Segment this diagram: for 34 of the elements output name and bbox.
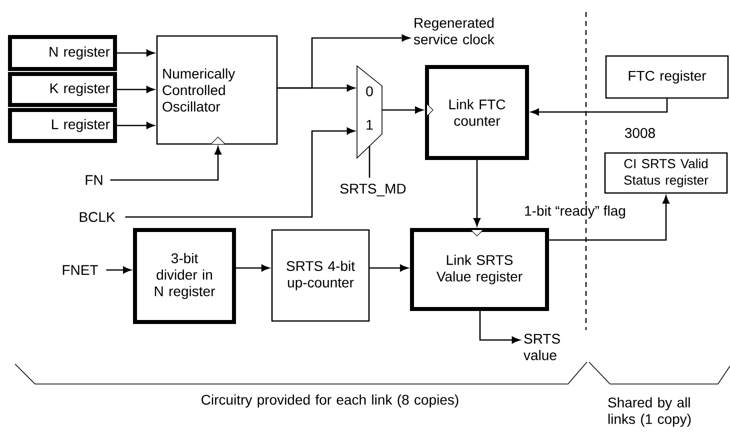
arrow — [479, 311, 520, 344]
signal-label: FNET — [62, 265, 98, 275]
arrow — [125, 128, 355, 218]
register-box: K register — [8, 72, 117, 107]
block-box: Link FTC counter — [425, 65, 529, 160]
signal-label: FN — [86, 175, 102, 185]
arrow — [382, 106, 424, 114]
arrow — [117, 86, 154, 93]
arrow — [117, 122, 154, 129]
arrow — [530, 98, 668, 116]
signal-label: BCLK — [80, 212, 116, 222]
signal-label: SRTS_MD — [340, 184, 406, 196]
bracket-caption: Circuitry provided for each link (8 copies) — [202, 394, 458, 408]
arrow — [278, 34, 410, 89]
arrow — [474, 160, 480, 226]
register-box: N register — [8, 35, 117, 71]
register-box: FTC register — [605, 55, 729, 99]
register-address: 3008 — [624, 128, 655, 138]
register-box: L register — [8, 108, 117, 143]
arrow — [117, 50, 154, 56]
arrow — [106, 266, 132, 274]
signal-label: SRTS value — [524, 334, 560, 360]
block-box: 3-bit divider in N register — [133, 228, 236, 324]
edge-label: 1-bit “ready” flag — [525, 205, 626, 219]
arrow — [236, 264, 270, 272]
block-box: SRTS 4-bit up-counter — [271, 229, 370, 322]
block-box: Link SRTS Value register — [410, 228, 549, 311]
signal-label: Regenerated service clock — [414, 18, 494, 44]
arrow — [110, 146, 222, 181]
block-box: Numerically Controlled Oscillator — [156, 35, 278, 145]
bracket-caption: Shared by all links (1 copy) — [608, 397, 691, 427]
register-box: CI SRTS Valid Status register — [604, 152, 728, 194]
arrow — [549, 196, 670, 241]
arrow — [370, 264, 408, 272]
